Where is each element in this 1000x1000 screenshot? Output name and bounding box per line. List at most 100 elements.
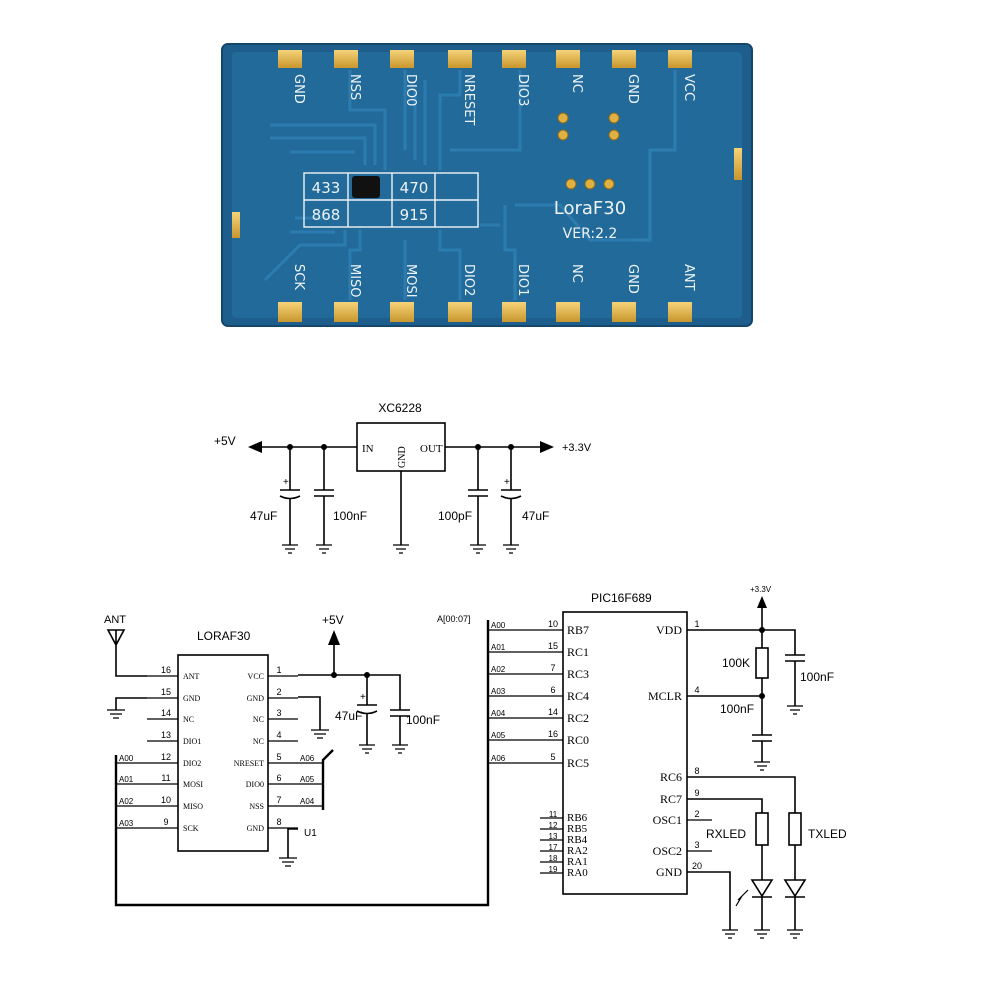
lora-pin-name: DIO1 bbox=[183, 737, 201, 746]
lora-pin-name: NRESET bbox=[234, 759, 264, 768]
lora-cap1-value: 47uF bbox=[335, 709, 362, 723]
lora-pin-number: 7 bbox=[276, 795, 281, 805]
lora-vcc-wire bbox=[298, 674, 401, 710]
mcu-pin-number: 18 bbox=[549, 854, 558, 863]
lora-cap-100nf: 100nF bbox=[390, 709, 440, 754]
mcu-pin-name: RC3 bbox=[567, 667, 589, 681]
lora-vcc-rail-label: +5V bbox=[322, 613, 344, 627]
freq-470: 470 bbox=[400, 179, 429, 197]
lora-net-label: A02 bbox=[119, 797, 134, 806]
module-model: LoraF30 bbox=[554, 198, 626, 219]
mcu-pin-number: 19 bbox=[549, 865, 558, 874]
mcu-pin-name: RB4 bbox=[567, 834, 588, 846]
freq-table bbox=[303, 172, 479, 228]
cap-c1: + 47uF bbox=[250, 444, 301, 554]
cap-c4: + 47uF bbox=[500, 444, 549, 554]
mcu-pin-number: 9 bbox=[694, 788, 699, 798]
lora-pin-number: 12 bbox=[161, 752, 171, 762]
antenna-symbol: ANT bbox=[104, 614, 147, 677]
mcu-pin-number: 3 bbox=[694, 840, 699, 850]
output-rail-label: +3.3V bbox=[562, 442, 592, 454]
mcu-pin-name: RC4 bbox=[567, 689, 589, 703]
freq-915: 915 bbox=[400, 206, 429, 224]
lora-net-label: A01 bbox=[119, 775, 134, 784]
lora-right-pins: 1VCC2GND3NC4NC5NRESET6DIO07NSS8GNDA06A05… bbox=[234, 665, 323, 833]
mcu-net-label: A04 bbox=[491, 709, 506, 718]
mcu-net-label: A06 bbox=[491, 754, 506, 763]
pad-top bbox=[668, 50, 692, 68]
mclr-cap-value: 100nF bbox=[720, 702, 754, 716]
mcu-pin-name: RC7 bbox=[660, 792, 682, 806]
mcu-pin-name: RB7 bbox=[567, 623, 589, 637]
mcu-pin-name: VDD bbox=[656, 623, 682, 637]
mcu-pin-number: 12 bbox=[549, 821, 558, 830]
pad-top bbox=[556, 50, 580, 68]
side-pad-right bbox=[734, 148, 742, 180]
cap-c3-value: 100pF bbox=[438, 509, 472, 523]
lora-pin-name: MOSI bbox=[183, 780, 203, 789]
cap-c2-value: 100nF bbox=[333, 509, 367, 523]
mclr-cap: 100nF bbox=[720, 702, 772, 771]
lora-net-label: A00 bbox=[119, 754, 134, 763]
mcu-net-label: A00 bbox=[491, 621, 506, 630]
mcu-pin-number: 6 bbox=[550, 685, 555, 695]
ground-symbol bbox=[107, 709, 125, 719]
bottom-pin-label: MISO bbox=[347, 264, 362, 298]
lora-title: LORAF30 bbox=[197, 629, 251, 643]
rc7-wire bbox=[687, 798, 763, 813]
pad-top bbox=[502, 50, 526, 68]
lora-pin-number: 10 bbox=[161, 795, 171, 805]
lora-pin-number: 16 bbox=[161, 665, 171, 675]
lora-pin-number: 4 bbox=[276, 730, 281, 740]
top-pin-label: DIO0 bbox=[403, 74, 418, 106]
mcu-pin-number: 11 bbox=[549, 810, 558, 819]
regulator-in-label: IN bbox=[362, 443, 374, 455]
mcu-pin-number: 2 bbox=[694, 809, 699, 819]
cap-c1-value: 47uF bbox=[250, 509, 277, 523]
lora-pin-name: SCK bbox=[183, 824, 199, 833]
lora-pin-number: 9 bbox=[163, 817, 168, 827]
pcb-board-inner bbox=[232, 52, 742, 318]
pad-bottom bbox=[502, 302, 526, 322]
ground-symbol bbox=[311, 729, 329, 739]
vdd-cap: 100nF bbox=[785, 654, 834, 715]
lora-pin-number: 3 bbox=[276, 708, 281, 718]
bottom-pin-label: NC bbox=[569, 264, 584, 283]
regulator-part-label: XC6228 bbox=[378, 401, 422, 415]
mcu-pin-name: RA0 bbox=[567, 867, 588, 879]
lora-pin-name: MISO bbox=[183, 802, 203, 811]
mcu-pin-number: 8 bbox=[694, 766, 699, 776]
lora-pin-number: 11 bbox=[161, 773, 170, 783]
top-pin-label: VCC bbox=[681, 74, 696, 101]
lora-pin-number: 2 bbox=[276, 687, 281, 697]
vdd-arrow bbox=[757, 596, 767, 608]
mcu-pin-number: 1 bbox=[694, 619, 699, 629]
svg-text:+: + bbox=[504, 477, 510, 488]
lora-pin-name: NC bbox=[253, 715, 264, 724]
mcu-net-label: A05 bbox=[491, 731, 506, 740]
svg-text:+: + bbox=[360, 692, 366, 703]
mcu-pin-name: RB6 bbox=[567, 812, 588, 824]
mcu-pin-number: 7 bbox=[550, 663, 555, 673]
antenna-label: ANT bbox=[104, 614, 126, 626]
pad-bottom bbox=[390, 302, 414, 322]
lora-left-pins: 16ANT15GND14NC13DIO112DIO211MOSI10MISO9S… bbox=[116, 665, 203, 833]
mcu-pin-name: RC6 bbox=[660, 770, 682, 784]
lora-net-label: A06 bbox=[300, 754, 315, 763]
mcu-pin-name: RC5 bbox=[567, 756, 589, 770]
mcu-pin-number: 14 bbox=[548, 707, 558, 717]
rc6-wire bbox=[687, 776, 796, 813]
lora-net-label: A05 bbox=[300, 775, 315, 784]
mcu-pin-name: GND bbox=[656, 865, 682, 879]
lora-cap-47uf: + 47uF bbox=[335, 675, 378, 754]
txled-branch: TXLED bbox=[783, 812, 847, 939]
freq-433: 433 bbox=[312, 179, 341, 197]
pad-bottom bbox=[556, 302, 580, 322]
txled-label: TXLED bbox=[808, 827, 847, 841]
lora-pin-number: 13 bbox=[161, 730, 171, 740]
mcu-pin-name: RA2 bbox=[567, 845, 588, 857]
